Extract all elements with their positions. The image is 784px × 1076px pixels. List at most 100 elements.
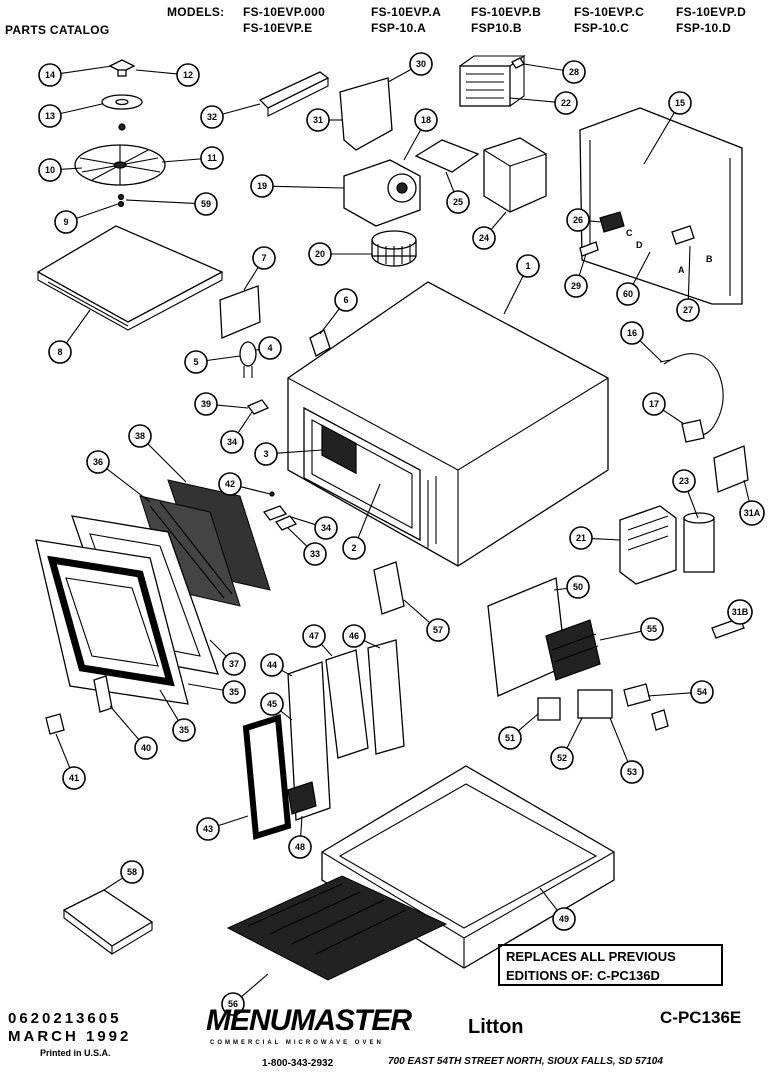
- callout-label-60: 60: [623, 289, 633, 299]
- callout-label-37: 37: [229, 659, 239, 669]
- part-transformer: [619, 505, 677, 585]
- part-33: [274, 515, 298, 531]
- callout-18: 18: [414, 108, 438, 132]
- callout-34b: 34: [314, 516, 338, 540]
- callout-58: 58: [120, 860, 144, 884]
- model-3: FS-10EVP.B: [471, 5, 542, 19]
- model-10: FSP-10.D: [676, 21, 732, 35]
- model-2: FS-10EVP.A: [371, 5, 442, 19]
- callout-label-59: 59: [201, 199, 211, 209]
- callout-label-44: 44: [267, 660, 277, 670]
- leader-line-22: [509, 97, 556, 103]
- leader-line-46: [363, 640, 381, 649]
- callout-25: 25: [446, 190, 470, 214]
- part-door-seal-43: [242, 714, 292, 840]
- phone-number: 1-800-343-2932: [262, 1058, 334, 1069]
- callout-label-35b: 35: [179, 725, 189, 735]
- leader-line-55: [599, 630, 642, 641]
- callout-label-49: 49: [559, 914, 569, 924]
- callout-60: 60: [616, 282, 640, 306]
- leader-line-44: [281, 669, 293, 677]
- leader-line-33: [287, 527, 308, 547]
- part-label-box: [62, 889, 154, 955]
- leader-line-12: [135, 69, 178, 75]
- part-outer-panel: [579, 107, 743, 305]
- part-filter-grille: [226, 875, 448, 981]
- callout-label-55: 55: [647, 624, 657, 634]
- leader-line-8: [65, 309, 91, 344]
- callout-label-22: 22: [561, 98, 571, 108]
- part-6: [309, 329, 331, 357]
- callout-28: 28: [562, 60, 586, 84]
- part-thermal-28: [511, 57, 525, 69]
- part-fan-motor: [371, 230, 417, 267]
- callout-12: 12: [176, 63, 200, 87]
- callout-17: 17: [642, 392, 666, 416]
- catalog-date: MARCH 1992: [8, 1028, 132, 1045]
- callout-47: 47: [302, 624, 326, 648]
- leader-line-9: [76, 203, 119, 219]
- callout-label-28: 28: [569, 67, 579, 77]
- callout-14: 14: [38, 63, 62, 87]
- leader-line-35a: [187, 683, 224, 691]
- leader-line-32: [222, 103, 261, 115]
- model-8: FSP10.B: [471, 21, 522, 35]
- callout-label-13: 13: [45, 111, 55, 121]
- model-6: FS-10EVP.E: [243, 21, 313, 35]
- part-magnetron: [459, 54, 526, 107]
- callout-label-25: 25: [453, 197, 463, 207]
- callout-label-19: 19: [257, 181, 267, 191]
- callout-31: 31: [306, 108, 330, 132]
- part-lamp: [239, 341, 257, 367]
- leader-line-14: [60, 65, 113, 74]
- leader-line-43: [218, 815, 249, 827]
- callout-label-56: 56: [228, 999, 238, 1009]
- part-cover-plate-25: [414, 139, 480, 173]
- callout-57a: 57: [426, 618, 450, 642]
- part-42: [269, 491, 275, 497]
- callout-45: 45: [260, 692, 284, 716]
- leader-line-3: [276, 449, 323, 454]
- leader-line-36: [106, 468, 151, 503]
- callout-34a: 34: [220, 430, 244, 454]
- callout-label-58: 58: [127, 867, 137, 877]
- callout-21: 21: [569, 526, 593, 550]
- parts-drawing: [35, 54, 749, 981]
- callout-11: 11: [200, 146, 224, 170]
- callout-label-18: 18: [421, 115, 431, 125]
- leader-line-18: [403, 129, 422, 161]
- callout-5: 5: [184, 350, 208, 374]
- callout-label-31: 31: [313, 115, 323, 125]
- callout-19: 19: [250, 174, 274, 198]
- part-blower-assembly: [343, 159, 421, 227]
- address: 700 EAST 54TH STREET NORTH, SIOUX FALLS,…: [388, 1056, 663, 1067]
- menumaster-logo: MENUMASTER: [206, 1004, 412, 1037]
- leader-line-58: [103, 877, 124, 891]
- leader-line-48: [300, 815, 303, 837]
- callout-label-23: 23: [679, 476, 689, 486]
- callout-label-6: 6: [343, 295, 348, 305]
- callout-52: 52: [550, 746, 574, 770]
- callout-label-52: 52: [557, 753, 567, 763]
- callout-label-21: 21: [576, 533, 586, 543]
- leader-line-21: [591, 538, 621, 541]
- callout-label-33: 33: [310, 549, 320, 559]
- part-rectifier-55: [545, 619, 601, 681]
- model-4: FS-10EVP.C: [574, 5, 645, 19]
- leader-line-53: [609, 717, 629, 763]
- replaces-line-2: EDITIONS OF: C-PC136D: [506, 968, 660, 983]
- leader-line-1: [503, 275, 524, 315]
- callout-51: 51: [498, 726, 522, 750]
- callout-label-47: 47: [309, 631, 319, 641]
- callout-label-36: 36: [93, 457, 103, 467]
- callout-label-4: 4: [267, 343, 272, 353]
- leader-line-13: [60, 103, 103, 115]
- leader-line-60: [632, 251, 651, 285]
- model-5: FS-10EVP.D: [676, 5, 747, 19]
- callout-30: 30: [409, 52, 433, 76]
- part-51: [537, 697, 561, 721]
- part-fuse-holder-26: [599, 211, 625, 233]
- callout-label-34b: 34: [321, 523, 331, 533]
- part-door-frame: [35, 539, 189, 705]
